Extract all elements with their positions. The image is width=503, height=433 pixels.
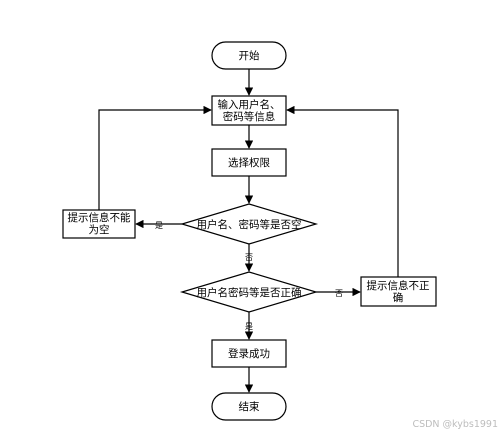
- login-success-box: [211, 339, 287, 368]
- correct-yes-label: 是: [245, 322, 253, 331]
- empty-msg-box: [62, 209, 136, 239]
- empty-msg-label-line2: 为空: [89, 223, 110, 236]
- correct-no-label: 否: [335, 289, 343, 298]
- select-role-label: 选择权限: [228, 156, 270, 169]
- empty-no-label: 否: [245, 253, 253, 262]
- arrow-empty-msg-to-input: [98, 105, 212, 210]
- arrow-incorrect-msg-to-input: [286, 105, 399, 277]
- check-empty-label: 用户名、密码等是否空: [197, 218, 302, 231]
- start-label: 开始: [239, 49, 260, 62]
- input-info-label-line1: 输入用户名、: [218, 98, 281, 111]
- incorrect-msg-label-line1: 提示信息不正: [367, 279, 430, 292]
- check-correct-label: 用户名密码等是否正确: [197, 286, 302, 299]
- incorrect-msg-box: [360, 276, 437, 307]
- empty-msg-label-line1: 提示信息不能: [68, 211, 131, 224]
- incorrect-msg-label-line2: 确: [393, 291, 404, 304]
- login-success-label: 登录成功: [228, 347, 270, 360]
- empty-yes-label: 是: [155, 221, 163, 230]
- input-info-label-line2: 密码等信息: [223, 110, 276, 123]
- end-terminator: [211, 392, 287, 421]
- end-label: 结束: [239, 400, 260, 413]
- watermark: CSDN @kybs1991: [412, 419, 498, 430]
- input-info-box: [211, 95, 287, 126]
